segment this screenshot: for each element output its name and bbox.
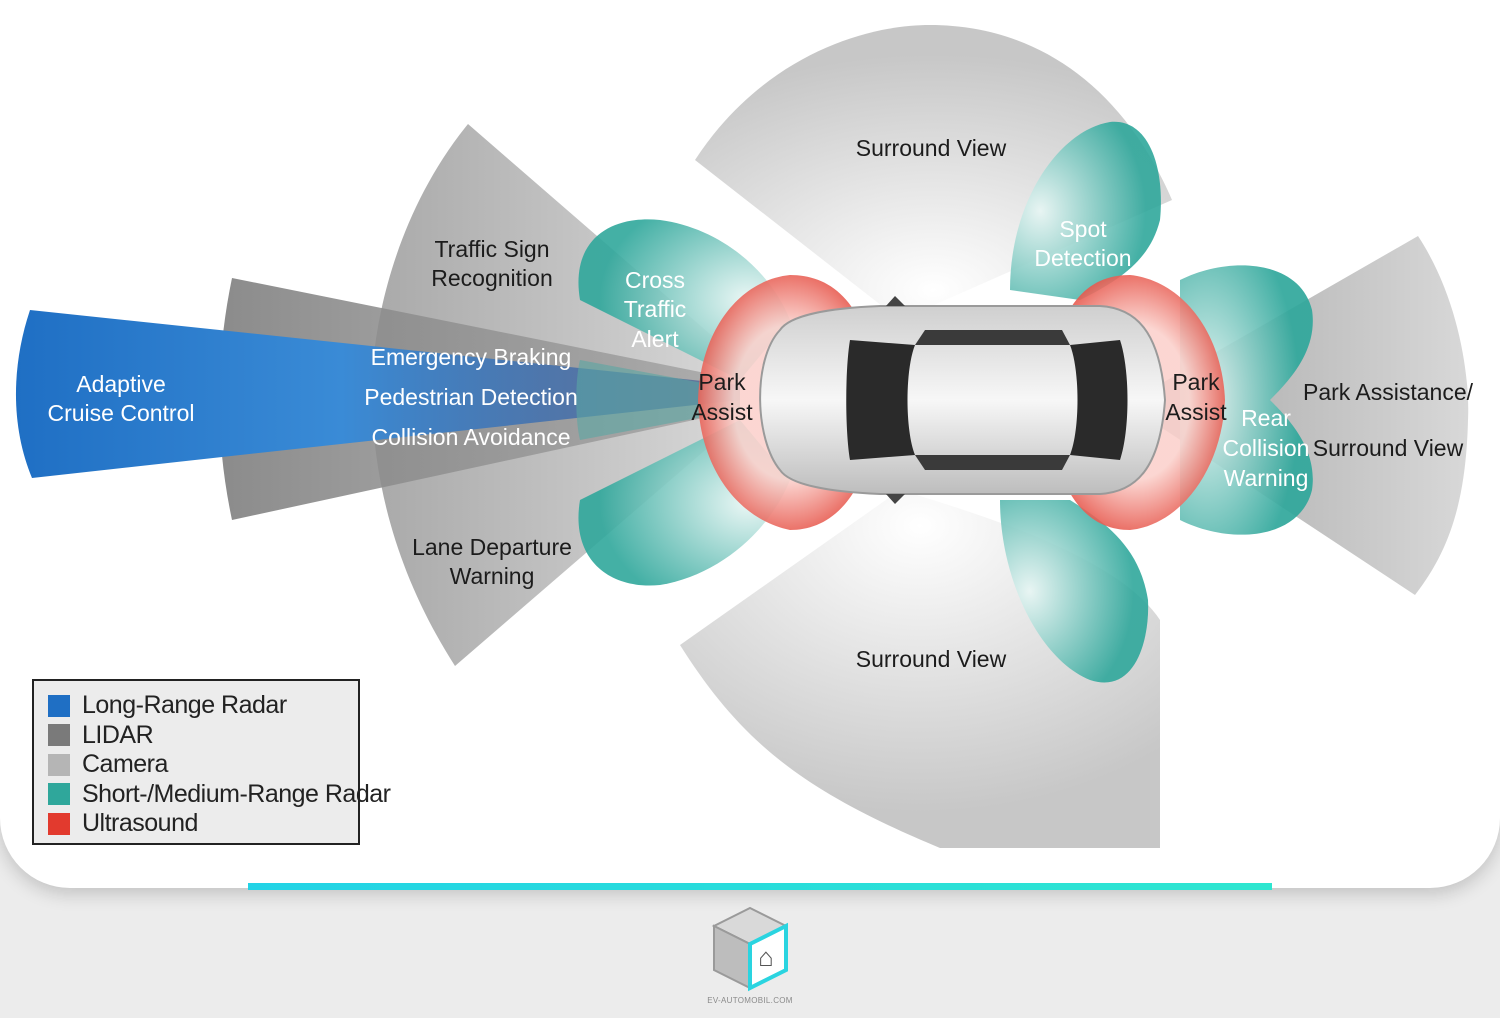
legend-swatch [48,753,70,776]
legend-label: LIDAR [82,720,154,749]
park-assist-rear-label-1: Park [1172,369,1220,395]
legend-label: Long-Range Radar [82,691,287,720]
cube-logo-icon: ⌂ [711,906,789,992]
pedestrian-detection-label: Pedestrian Detection [364,384,578,410]
sensor-coverage-diagram: Adaptive Cruise Control Emergency Brakin… [15,25,1474,848]
accent-divider [248,883,1272,890]
legend-swatch [48,812,70,835]
logo-text: EV-AUTOMOBIL.COM [707,996,793,1005]
car-top-view [759,296,1167,504]
sensor-legend: Long-Range Radar LIDAR Camera Short-/Med… [32,679,391,845]
legend-swatch [48,783,70,806]
legend-label: Ultrasound [82,809,198,838]
surround-view-bottom-label: Surround View [856,646,1007,672]
park-assist-front-label-1: Park [698,369,746,395]
legend-item-ultrasound: Ultrasound [48,809,358,839]
park-assist-front-label-2: Assist [691,399,753,425]
legend-swatch [48,724,70,747]
rear-collision-label-1: Rear [1241,405,1291,431]
rear-collision-radar-zone [1180,265,1313,535]
collision-avoidance-label: Collision Avoidance [371,424,570,450]
adaptive-cruise-label-1: Adaptive [76,371,166,397]
traffic-sign-label-1: Traffic Sign [434,236,549,262]
legend-item-lidar: LIDAR [48,721,358,751]
long-range-radar-zone [15,310,740,478]
diagram-card: Adaptive Cruise Control Emergency Brakin… [0,0,1500,888]
rear-collision-label-2: Collision [1223,435,1310,461]
surround-view-top-label: Surround View [856,135,1007,161]
lane-departure-label-2: Warning [450,563,535,589]
spot-detection-label-1: Spot [1059,216,1107,242]
traffic-sign-label-2: Recognition [431,265,552,291]
rear-collision-label-3: Warning [1224,465,1309,491]
legend-item-short-medium-radar: Short-/Medium-Range Radar [48,780,391,810]
legend-label: Short-/Medium-Range Radar [82,779,391,808]
park-assist-rear-label-2: Assist [1165,399,1227,425]
cross-traffic-label-2: Traffic [624,296,687,322]
lane-departure-label-1: Lane Departure [412,534,572,560]
adaptive-cruise-label-2: Cruise Control [48,400,195,426]
emergency-braking-label: Emergency Braking [371,344,572,370]
spot-detection-top-zone [1010,121,1161,301]
park-assistance-label-1: Park Assistance/ [1303,379,1474,405]
cross-traffic-label-3: Alert [631,326,679,352]
cross-traffic-label-1: Cross [625,267,685,293]
legend-item-long-range-radar: Long-Range Radar [48,691,358,721]
legend-item-camera: Camera [48,750,358,780]
legend-swatch [48,694,70,717]
front-radar-center-zone [576,360,740,440]
park-assistance-label-2: Surround View [1313,435,1464,461]
svg-text:⌂: ⌂ [758,942,774,972]
camera-rear-zone [1150,236,1469,595]
spot-detection-bottom-zone [1000,500,1149,683]
spot-detection-label-2: Detection [1034,245,1131,271]
legend-label: Camera [82,750,168,779]
